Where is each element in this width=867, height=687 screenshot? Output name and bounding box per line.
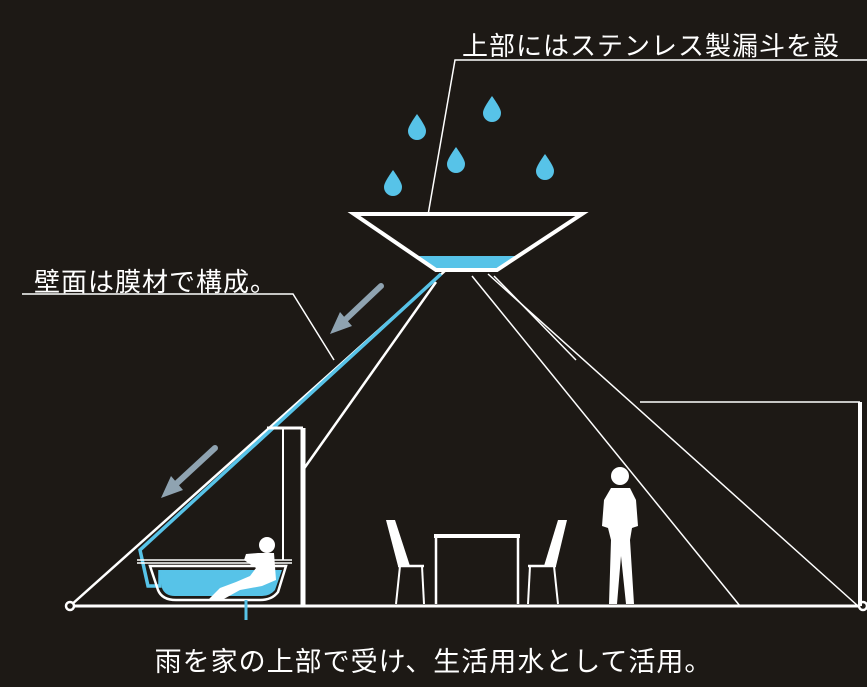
chair-icon [527, 520, 567, 605]
top-callout-label: 上部にはステンレス製漏斗を設 [462, 32, 841, 62]
dining-set [386, 520, 567, 605]
house-structure [64, 401, 867, 612]
down-left-arrow-icon [161, 445, 218, 498]
table-icon [434, 534, 520, 604]
bathing-person-icon [208, 537, 276, 600]
water-channel [138, 272, 443, 588]
raindrop-icon [536, 154, 554, 180]
raindrop-icon [384, 170, 402, 196]
raindrop-icon [483, 96, 501, 122]
down-left-arrow-icon [330, 283, 384, 334]
diagram-caption: 雨を家の上部で受け、生活用水として活用。 [154, 647, 713, 678]
stainless-funnel [347, 212, 589, 272]
raindrop-icon [447, 147, 465, 173]
raindrops [384, 96, 554, 196]
top-callout-leader [427, 59, 867, 216]
wall-callout-label: 壁面は膜材で構成。 [34, 268, 278, 298]
raindrop-icon [408, 114, 426, 140]
chair-icon [386, 520, 425, 605]
wall-callout-leader [22, 293, 335, 361]
flow-arrows [161, 283, 384, 498]
standing-person-icon [602, 467, 638, 604]
membrane-cone [69, 269, 859, 607]
